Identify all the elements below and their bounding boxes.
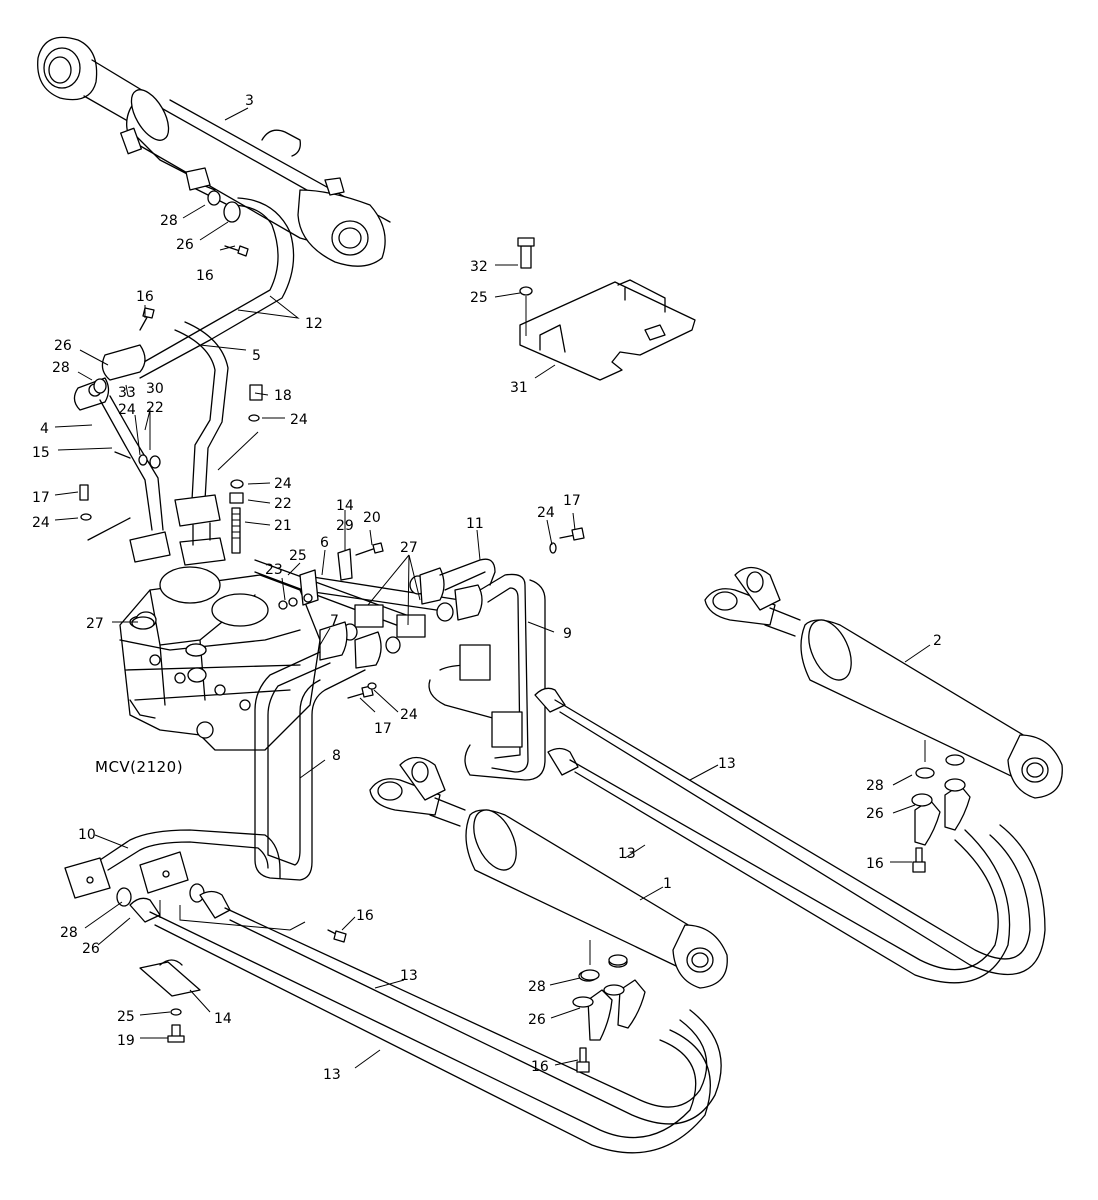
pipe-9 [428,579,546,781]
callout-22: 22 [146,400,164,416]
callout-15: 15 [32,445,50,461]
callout-18: 18 [274,388,292,404]
callout-16: 16 [531,1059,549,1075]
callout-5: 5 [252,348,261,364]
mcv-label: MCV(2120) [95,758,183,776]
callout-3: 3 [245,93,254,109]
pipe-5 [174,321,229,566]
callout-26: 26 [176,237,194,253]
callout-23: 23 [265,562,283,578]
callout-28: 28 [60,925,78,941]
callout-25: 25 [470,290,488,306]
callout-28: 28 [528,979,546,995]
callout-6: 6 [320,535,329,551]
callout-16: 16 [196,268,214,284]
callout-24: 24 [32,515,50,531]
callout-24: 24 [274,476,292,492]
callout-16: 16 [136,289,154,305]
cylinder-3 [37,36,391,267]
callout-14: 14 [214,1011,232,1027]
callout-28: 28 [52,360,70,376]
cylinder-2 [704,566,1063,799]
callout-28: 28 [866,778,884,794]
callout-21: 21 [274,518,292,534]
callout-27: 27 [86,616,104,632]
callout-8: 8 [332,748,341,764]
callout-26: 26 [82,941,100,957]
callout-33: 33 [118,385,136,401]
callout-17: 17 [563,493,581,509]
callout-28: 28 [160,213,178,229]
callout-13: 13 [400,968,418,984]
callout-7: 7 [330,613,339,629]
callout-26: 26 [528,1012,546,1028]
callout-13: 13 [618,846,636,862]
callout-13: 13 [718,756,736,772]
callout-31: 31 [510,380,528,396]
bolt-16-others [327,527,926,1073]
callout-1: 1 [663,876,672,892]
hoses-13-upper [534,687,1046,984]
callout-17: 17 [32,490,50,506]
pipe-8 [254,651,366,881]
callout-20: 20 [363,510,381,526]
callout-2: 2 [933,633,942,649]
callout-26: 26 [54,338,72,354]
small-parts-bottom [139,959,201,1043]
o-rings [131,616,965,981]
leader-lines [54,107,931,1069]
callout-labels: 3 28 26 16 16 12 5 26 28 33 30 24 22 18 … [32,93,942,1083]
callout-10: 10 [78,827,96,843]
callout-19: 19 [117,1033,135,1049]
mcv-block [119,566,321,751]
bolt-16-top [139,245,249,331]
pipe-10 [64,829,281,907]
callout-16: 16 [356,908,374,924]
callout-17: 17 [374,721,392,737]
plate-31 [517,237,696,381]
callout-25: 25 [117,1009,135,1025]
callout-4: 4 [40,421,49,437]
callout-14: 14 [336,498,354,514]
callout-24: 24 [290,412,308,428]
pipe-4 [73,344,171,563]
stud-21 [229,479,244,554]
callout-30: 30 [146,381,164,397]
cylinder-1 [369,756,728,989]
callout-27: 27 [400,540,418,556]
callout-16: 16 [866,856,884,872]
callout-9: 9 [563,626,572,642]
small-parts-left [79,384,263,521]
callout-24: 24 [537,505,555,521]
callout-12: 12 [305,316,323,332]
pipes-central [135,542,529,773]
callout-24: 24 [118,402,136,418]
pipe-12 [129,167,295,379]
callout-22: 22 [274,496,292,512]
callout-24: 24 [400,707,418,723]
callout-25: 25 [289,548,307,564]
callout-13: 13 [323,1067,341,1083]
callout-11: 11 [466,516,484,532]
callout-29: 29 [336,518,354,534]
callout-26: 26 [866,806,884,822]
callout-32: 32 [470,259,488,275]
